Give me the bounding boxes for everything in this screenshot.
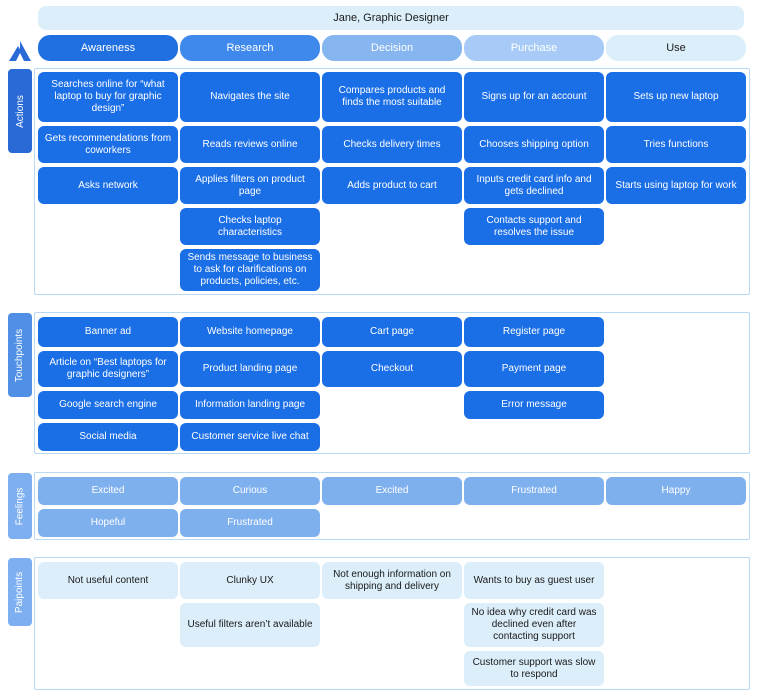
feeling-card: Hopeful	[38, 509, 178, 537]
painpoint-card: Wants to buy as guest user	[464, 562, 604, 599]
stage-awareness: Awareness	[38, 35, 178, 61]
touchpoint-card: Product landing page	[180, 351, 320, 387]
action-card: Starts using laptop for work	[606, 167, 746, 204]
action-card: Checks laptop characteristics	[180, 208, 320, 245]
touchpoint-card: Social media	[38, 423, 178, 451]
touchpoint-card: Customer service live chat	[180, 423, 320, 451]
feelings-tab: Feelings	[8, 473, 32, 539]
painpoints-tab: Paipoints	[8, 558, 32, 626]
feeling-card: Excited	[322, 477, 462, 505]
action-card: Navigates the site	[180, 72, 320, 122]
painpoints-tab-label: Paipoints	[14, 571, 26, 613]
touchpoint-card: Google search engine	[38, 391, 178, 419]
feeling-card: Frustrated	[464, 477, 604, 505]
touchpoint-card: Register page	[464, 317, 604, 347]
painpoint-card: Useful filters aren’t available	[180, 603, 320, 647]
painpoint-card: Clunky UX	[180, 562, 320, 599]
action-card: Sets up new laptop	[606, 72, 746, 122]
action-card: Sends message to business to ask for cla…	[180, 249, 320, 291]
actions-tab-label: Actions	[14, 94, 26, 128]
touchpoint-card: Information landing page	[180, 391, 320, 419]
stage-research: Research	[180, 35, 320, 61]
feeling-card: Excited	[38, 477, 178, 505]
touchpoints-tab-label: Touchpoints	[14, 328, 26, 382]
touchpoint-card: Banner ad	[38, 317, 178, 347]
touchpoint-card: Payment page	[464, 351, 604, 387]
action-card: Searches online for “what laptop to buy …	[38, 72, 178, 122]
action-card: Gets recommendations from coworkers	[38, 126, 178, 163]
actions-tab: Actions	[8, 69, 32, 153]
action-card: Inputs credit card info and gets decline…	[464, 167, 604, 204]
touchpoint-card: Error message	[464, 391, 604, 419]
action-card: Checks delivery times	[322, 126, 462, 163]
stage-decision: Decision	[322, 35, 462, 61]
painpoint-card: Not enough information on shipping and d…	[322, 562, 462, 599]
feeling-card: Happy	[606, 477, 746, 505]
action-card: Chooses shipping option	[464, 126, 604, 163]
touchpoint-card: Article on “Best laptops for graphic des…	[38, 351, 178, 387]
touchpoint-card: Checkout	[322, 351, 462, 387]
persona-banner: Jane, Graphic Designer	[38, 6, 744, 30]
touchpoints-tab: Touchpoints	[8, 313, 32, 397]
touchpoint-card: Website homepage	[180, 317, 320, 347]
action-card: Applies filters on product page	[180, 167, 320, 204]
action-card: Compares products and finds the most sui…	[322, 72, 462, 122]
painpoint-card: No idea why credit card was declined eve…	[464, 603, 604, 647]
action-card: Contacts support and resolves the issue	[464, 208, 604, 245]
action-card: Reads reviews online	[180, 126, 320, 163]
stage-purchase: Purchase	[464, 35, 604, 61]
action-card: Tries functions	[606, 126, 746, 163]
action-card: Asks network	[38, 167, 178, 204]
painpoint-card: Customer support was slow to respond	[464, 651, 604, 686]
feeling-card: Frustrated	[180, 509, 320, 537]
feeling-card: Curious	[180, 477, 320, 505]
brand-triangle-logo-icon	[9, 41, 31, 61]
action-card: Signs up for an account	[464, 72, 604, 122]
painpoint-card: Not useful content	[38, 562, 178, 599]
action-card: Adds product to cart	[322, 167, 462, 204]
stage-use: Use	[606, 35, 746, 61]
feelings-tab-label: Feelings	[14, 487, 26, 525]
touchpoint-card: Cart page	[322, 317, 462, 347]
